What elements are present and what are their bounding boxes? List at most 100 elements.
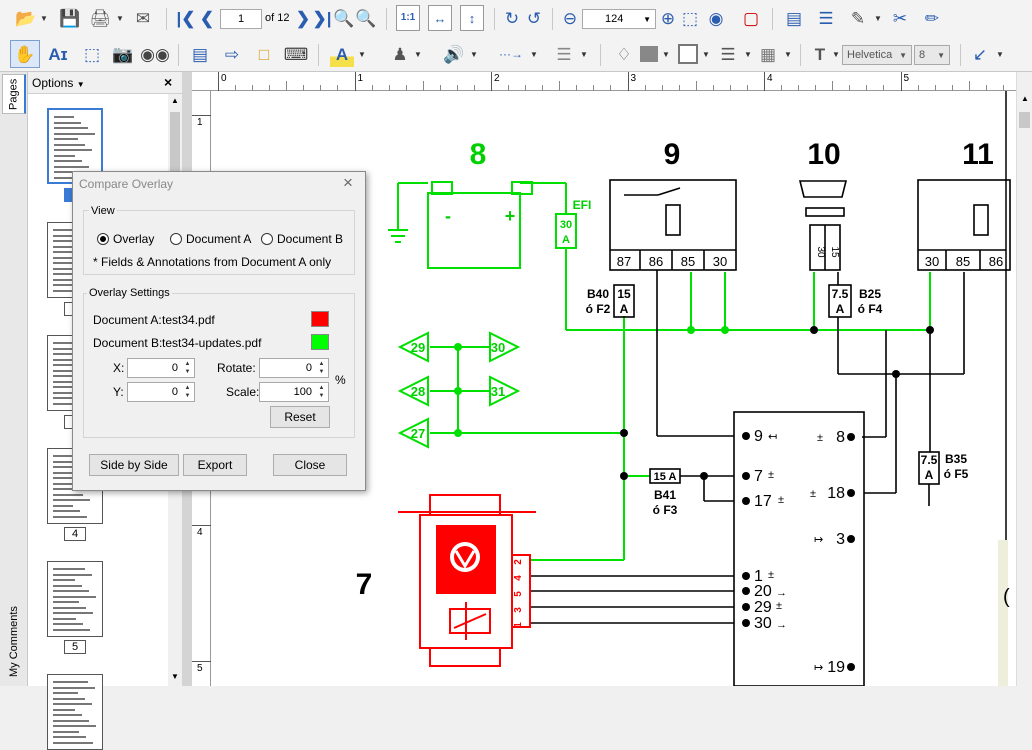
snapshot-tool-icon[interactable]: ▢ bbox=[742, 8, 760, 28]
border-color-dropdown-icon[interactable]: ▼ bbox=[702, 50, 710, 59]
tab-pages[interactable]: Pages bbox=[2, 74, 26, 114]
zoom-next-view-icon[interactable]: 🔍 bbox=[355, 8, 377, 28]
font-name-select[interactable]: Helvetica▼ bbox=[842, 45, 912, 65]
arrow-tool-dropdown-icon[interactable]: ▼ bbox=[996, 50, 1004, 59]
page-thumbnail[interactable] bbox=[47, 108, 103, 184]
open-folder-icon[interactable]: 📂 bbox=[15, 8, 37, 28]
sound-dropdown-icon[interactable]: ▼ bbox=[470, 50, 478, 59]
arrow-tool-icon[interactable]: ↙ bbox=[972, 44, 988, 64]
scale-input[interactable]: 100▲▼ bbox=[259, 382, 329, 402]
rotate-input[interactable]: 0▲▼ bbox=[259, 358, 329, 378]
options-menu[interactable]: Options ▼ bbox=[32, 76, 85, 90]
scanner-icon[interactable]: ✎ bbox=[850, 8, 866, 28]
fill-color-icon[interactable]: ♢ bbox=[616, 44, 632, 64]
scrollbar-thumb[interactable] bbox=[1019, 112, 1030, 128]
loupe-tool-icon[interactable]: ◉ bbox=[708, 8, 724, 28]
sound-icon[interactable]: 🔊 bbox=[443, 44, 465, 64]
zoom-in-icon[interactable]: ⊕ bbox=[660, 8, 676, 28]
hand-tool-icon[interactable]: ✋ bbox=[10, 40, 40, 68]
typewriter-icon[interactable]: ⌨ bbox=[283, 44, 309, 64]
select-area-icon[interactable]: ⬚ bbox=[83, 44, 101, 64]
last-page-icon[interactable]: ❯| bbox=[312, 8, 332, 28]
close-icon[interactable]: × bbox=[343, 173, 353, 192]
font-size-select[interactable]: 8▼ bbox=[914, 45, 950, 65]
close-icon[interactable]: × bbox=[164, 74, 173, 90]
document-b-color-swatch[interactable] bbox=[311, 334, 329, 350]
line-width-icon[interactable]: ☰ bbox=[720, 44, 736, 64]
y-offset-input[interactable]: 0▲▼ bbox=[127, 382, 195, 402]
fit-width-icon[interactable]: ↔ bbox=[428, 5, 452, 31]
crop-icon[interactable]: ✂ bbox=[892, 8, 908, 28]
document-scrollbar[interactable]: ▲ bbox=[1016, 72, 1032, 686]
export-button[interactable]: Export bbox=[183, 454, 247, 476]
page-thumbnail[interactable] bbox=[47, 561, 103, 637]
overlay-radio-label[interactable]: Overlay bbox=[113, 232, 155, 246]
fill-color-dropdown-icon[interactable]: ▼ bbox=[662, 50, 670, 59]
rotate-clockwise-icon[interactable]: ↻ bbox=[504, 8, 520, 28]
border-color-icon[interactable] bbox=[678, 44, 698, 64]
side-by-side-button[interactable]: Side by Side bbox=[89, 454, 179, 476]
zoom-previous-view-icon[interactable]: 🔍 bbox=[333, 8, 355, 28]
page-number-input[interactable]: 1 bbox=[220, 9, 262, 29]
next-page-icon[interactable]: ❯ bbox=[295, 8, 311, 28]
scroll-up-icon[interactable]: ▲ bbox=[171, 96, 179, 105]
text-properties-icon[interactable]: T bbox=[814, 44, 826, 64]
print-dropdown-icon[interactable]: ▼ bbox=[116, 14, 124, 23]
highlight-text-icon[interactable]: A bbox=[330, 41, 354, 67]
save-icon[interactable]: 💾 bbox=[59, 8, 81, 28]
marquee-zoom-icon[interactable]: ⬚ bbox=[681, 8, 699, 28]
close-button[interactable]: Close bbox=[273, 454, 347, 476]
align-icon[interactable]: ☰ bbox=[556, 44, 572, 64]
spinner-icon[interactable]: ▲▼ bbox=[184, 385, 191, 399]
binoculars-icon[interactable]: ◉◉ bbox=[140, 44, 170, 64]
x-offset-input[interactable]: 0▲▼ bbox=[127, 358, 195, 378]
document-a-radio[interactable] bbox=[170, 233, 182, 245]
spinner-icon[interactable]: ▲▼ bbox=[318, 385, 325, 399]
open-dropdown-icon[interactable]: ▼ bbox=[40, 14, 48, 23]
line-style-dropdown-icon[interactable]: ▼ bbox=[530, 50, 538, 59]
ruler-tick bbox=[218, 72, 219, 91]
edit-document-icon[interactable]: ✏ bbox=[924, 8, 940, 28]
opacity-icon[interactable]: ▦ bbox=[759, 44, 777, 64]
scanner-dropdown-icon[interactable]: ▼ bbox=[874, 14, 882, 23]
scroll-down-icon[interactable]: ▼ bbox=[171, 672, 179, 681]
spinner-icon[interactable]: ▲▼ bbox=[184, 361, 191, 375]
actual-size-icon[interactable]: 1:1 bbox=[396, 5, 420, 31]
camera-icon[interactable]: 📷 bbox=[112, 44, 134, 64]
list-view-icon[interactable]: ☰ bbox=[818, 8, 834, 28]
export-page-icon[interactable]: ⇨ bbox=[224, 44, 240, 64]
text-properties-dropdown-icon[interactable]: ▼ bbox=[832, 50, 840, 59]
reset-button[interactable]: Reset bbox=[270, 406, 330, 428]
line-style-icon[interactable]: ···→ bbox=[499, 47, 523, 61]
tab-my-comments[interactable]: My Comments bbox=[8, 606, 20, 678]
document-b-radio[interactable] bbox=[261, 233, 273, 245]
print-icon[interactable]: 🖨 bbox=[89, 8, 111, 28]
document-b-radio-label[interactable]: Document B bbox=[277, 232, 344, 246]
select-text-icon[interactable]: Aɪ bbox=[48, 44, 68, 64]
document-a-radio-label[interactable]: Document A bbox=[186, 232, 252, 246]
line-width-dropdown-icon[interactable]: ▼ bbox=[744, 50, 752, 59]
rotate-counterclockwise-icon[interactable]: ↺ bbox=[526, 8, 542, 28]
page-properties-icon[interactable]: ▤ bbox=[191, 44, 209, 64]
stamp-dropdown-icon[interactable]: ▼ bbox=[414, 50, 422, 59]
stamp-icon[interactable]: ♟ bbox=[392, 44, 408, 64]
spinner-icon[interactable]: ▲▼ bbox=[318, 361, 325, 375]
form-fields-icon[interactable]: ▤ bbox=[785, 8, 803, 28]
document-a-color-swatch[interactable] bbox=[311, 311, 329, 327]
align-dropdown-icon[interactable]: ▼ bbox=[580, 50, 588, 59]
scrollbar-thumb[interactable] bbox=[170, 112, 180, 202]
zoom-out-icon[interactable]: ⊖ bbox=[562, 8, 578, 28]
overlay-radio[interactable] bbox=[97, 233, 109, 245]
fuse-location: ó F2 bbox=[586, 302, 611, 316]
zoom-level-select[interactable]: 124▼ bbox=[582, 9, 656, 29]
highlight-dropdown-icon[interactable]: ▼ bbox=[358, 50, 366, 59]
fit-page-icon[interactable]: ↕ bbox=[460, 5, 484, 31]
sticky-note-icon[interactable]: □ bbox=[258, 44, 270, 64]
page-thumbnail[interactable] bbox=[47, 674, 103, 750]
fill-color-swatch[interactable] bbox=[640, 46, 658, 62]
first-page-icon[interactable]: |❮ bbox=[176, 8, 196, 28]
previous-page-icon[interactable]: ❮ bbox=[199, 8, 215, 28]
opacity-dropdown-icon[interactable]: ▼ bbox=[784, 50, 792, 59]
email-icon[interactable]: ✉ bbox=[135, 8, 151, 28]
scroll-up-icon[interactable]: ▲ bbox=[1021, 94, 1029, 103]
